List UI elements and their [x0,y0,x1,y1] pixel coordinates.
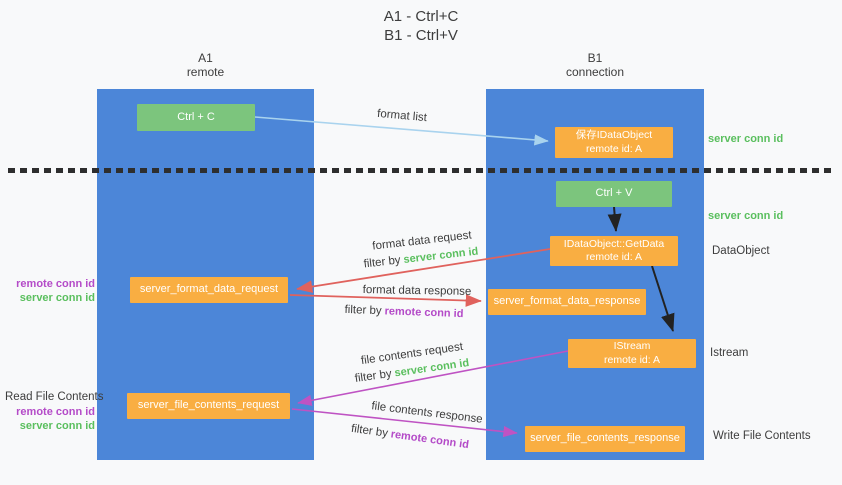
server-file-contents-response-node: server_file_contents_response [525,426,685,452]
server-format-data-response-label: server_format_data_response [493,295,641,308]
remote-conn-id-inline: remote conn id [389,428,470,452]
filter-by-prefix: filter by [363,254,402,271]
server-conn-id-left-1: server conn id [19,292,95,304]
read-file-contents-label: Read File Contents [5,391,104,403]
title-line-a1: A1 - Ctrl+C [383,8,459,25]
lane-a1-header: A1 remote [97,51,314,79]
lane-b1-header: B1 connection [486,51,704,79]
getdata-title: IDataObject::GetData [563,237,665,250]
getdata-node: IDataObject::GetData remote id: A [550,236,678,266]
remote-conn-id-left-2: remote conn id [16,406,95,418]
lane-b1-name: B1 [587,51,603,65]
filter-by-prefix: filter by [350,422,389,440]
istream-side-label: Istream [710,347,749,359]
getdata-subtitle: remote id: A [585,251,643,263]
format-data-response-label: format data response [362,284,472,298]
server-format-data-request-node: server_format_data_request [130,277,288,303]
save-idataobject-title: 保存IDataObject [575,129,653,142]
title-line-b1: B1 - Ctrl+V [384,27,458,44]
server-file-contents-response-label: server_file_contents_response [530,432,680,445]
left-conn-id-group-format: remote conn id server conn id [0,277,95,305]
remote-conn-id-left-1: remote conn id [16,278,95,290]
lane-b1-role: connection [565,65,625,79]
server-conn-id-left-2: server conn id [19,420,95,432]
istream-node: IStream remote id: A [568,339,696,368]
server-conn-id-right-top: server conn id [708,133,784,145]
file-contents-response-label: file contents response [370,400,484,426]
server-conn-id-inline: server conn id [402,245,479,266]
left-conn-id-group-file: remote conn id server conn id [0,405,95,433]
server-format-data-request-label: server_format_data_request [139,283,279,296]
filter-by-remote-conn-id-label-2: filter byremote conn id [350,423,469,451]
format-list-label: format list [376,107,428,125]
ctrl-v-label: Ctrl + V [595,187,633,200]
save-idataobject-subtitle: remote id: A [585,142,643,155]
filter-by-prefix: filter by [354,367,393,385]
ctrl-c-node: Ctrl + C [137,104,255,131]
filter-by-prefix: filter by [344,303,382,318]
section-divider-dotted-line [8,168,836,173]
write-file-contents-label: Write File Contents [713,430,811,442]
ctrl-v-node: Ctrl + V [556,181,672,207]
ctrl-c-label: Ctrl + C [177,110,215,123]
istream-subtitle: remote id: A [603,353,661,366]
dataobject-side-label: DataObject [712,245,770,257]
server-file-contents-request-label: server_file_contents_request [137,399,280,412]
lane-a1-role: remote [186,65,225,79]
save-idataobject-node: 保存IDataObject remote id: A [555,127,673,158]
remote-conn-id-inline: remote conn id [384,305,464,321]
istream-title: IStream [613,340,651,353]
diagram-title: A1 - Ctrl+C B1 - Ctrl+V [0,7,842,45]
lane-a1-name: A1 [198,51,213,65]
server-conn-id-right-mid: server conn id [708,210,784,222]
server-file-contents-request-node: server_file_contents_request [127,393,290,419]
server-format-data-response-node: server_format_data_response [488,289,646,315]
